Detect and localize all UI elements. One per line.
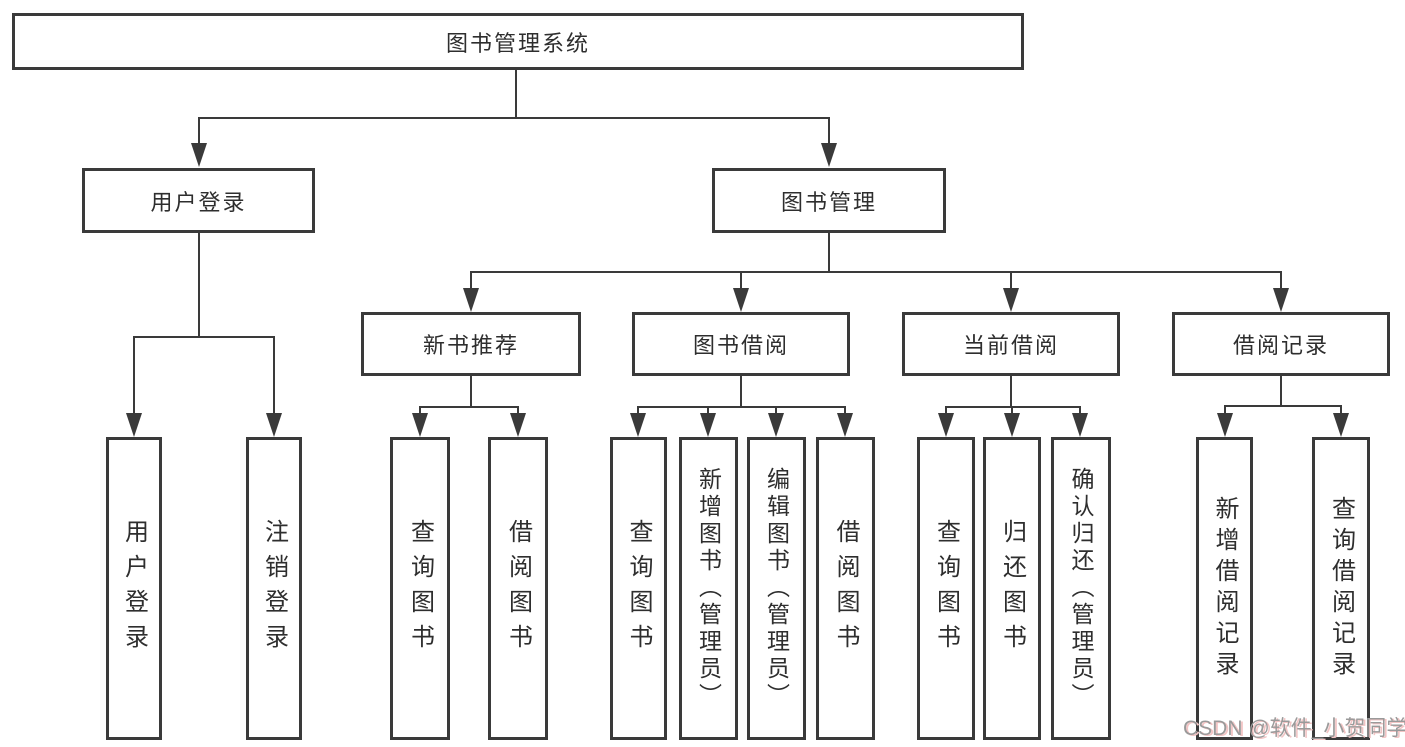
leaf-query-borrow-record: 查询借阅记录 [1312, 437, 1370, 740]
leaf-logout: 注销登录 [246, 437, 302, 740]
node-root-library-system: 图书管理系统 [12, 13, 1024, 70]
leaf-label: 编辑图书（管理员） [763, 467, 790, 710]
arrowhead-down-icon [1217, 413, 1233, 437]
leaf-borrow-books: 借阅图书 [488, 437, 548, 740]
arrowhead-down-icon [463, 288, 479, 312]
connector-user-login-rail [133, 336, 275, 338]
leaf-edit-books-admin: 编辑图书（管理员） [747, 437, 806, 740]
leaf-query-books: 查询图书 [610, 437, 667, 740]
arrowhead-down-icon [700, 413, 716, 437]
connector-drop [1224, 405, 1226, 415]
arrowhead-down-icon [1333, 413, 1349, 437]
arrowhead-down-icon [938, 413, 954, 437]
node-label: 用户登录 [150, 189, 247, 215]
leaf-label: 归还图书 [998, 518, 1026, 659]
arrowhead-down-icon [1004, 413, 1020, 437]
leaf-return-books: 归还图书 [983, 437, 1041, 740]
node-label: 图书借阅 [692, 333, 789, 358]
leaf-user-login: 用户登录 [106, 437, 162, 740]
connector-drop [945, 406, 947, 415]
node-new-book-recommend: 新书推荐 [361, 312, 581, 376]
node-label: 图书管理 [780, 189, 877, 215]
leaf-label: 借阅图书 [832, 518, 859, 659]
node-borrow-records: 借阅记录 [1172, 312, 1390, 376]
leaf-borrow-books: 借阅图书 [816, 437, 875, 740]
arrowhead-down-icon [837, 413, 853, 437]
connector-drop [844, 406, 846, 415]
connector-stem [1280, 376, 1282, 405]
arrowhead-down-icon [510, 413, 526, 437]
connector-drop [740, 271, 742, 291]
node-label: 借阅记录 [1232, 333, 1329, 358]
leaf-label: 查询图书 [932, 518, 960, 659]
connector-drop [775, 406, 777, 415]
connector-book-mgmt-stem [828, 233, 830, 271]
arrowhead-down-icon [412, 413, 428, 437]
leaf-confirm-return-admin: 确认归还（管理员） [1051, 437, 1111, 740]
connector-user-login-stem [198, 233, 200, 336]
leaf-label: 借阅图书 [504, 518, 532, 659]
arrowhead-down-icon [1072, 413, 1088, 437]
leaf-label: 新增图书（管理员） [695, 467, 722, 710]
connector-stem [740, 376, 742, 406]
arrowhead-down-icon [266, 413, 282, 437]
connector-drop [1280, 271, 1282, 291]
leaf-label: 确认归还（管理员） [1068, 467, 1094, 710]
csdn-watermark: CSDN @软件_小贺同学 [1183, 717, 1405, 740]
leaf-label: 查询借阅记录 [1327, 495, 1355, 682]
connector-drop [1010, 271, 1012, 291]
leaf-label: 新增借阅记录 [1211, 495, 1238, 682]
leaf-label: 查询图书 [625, 518, 652, 659]
connector-rail [637, 406, 846, 408]
node-label: 当前借阅 [962, 333, 1059, 358]
arrowhead-down-icon [630, 413, 646, 437]
connector-drop [273, 336, 275, 416]
connector-drop [470, 271, 472, 291]
connector-drop [1011, 406, 1013, 415]
arrowhead-down-icon [821, 143, 837, 167]
connector-book-mgmt-rail [470, 271, 1282, 273]
arrowhead-down-icon [126, 413, 142, 437]
arrowhead-down-icon [1273, 288, 1289, 312]
node-label: 新书推荐 [422, 333, 519, 358]
arrowhead-down-icon [733, 288, 749, 312]
connector-drop [637, 406, 639, 415]
leaf-add-borrow-record: 新增借阅记录 [1196, 437, 1253, 740]
connector-rail [419, 406, 519, 408]
connector-drop [517, 406, 519, 415]
connector-drop [198, 117, 200, 147]
connector-drop [1079, 406, 1081, 415]
connector-stem [470, 376, 472, 406]
connector-drop [1340, 405, 1342, 415]
connector-drop [707, 406, 709, 415]
connector-root-stem [515, 70, 517, 117]
leaf-label: 查询图书 [406, 518, 434, 659]
leaf-add-books-admin: 新增图书（管理员） [679, 437, 738, 740]
connector-root-rail [198, 117, 830, 119]
node-book-borrowing: 图书借阅 [632, 312, 850, 376]
node-current-borrowing: 当前借阅 [902, 312, 1120, 376]
node-user-login: 用户登录 [82, 168, 315, 233]
connector-drop [828, 117, 830, 147]
connector-stem [1010, 376, 1012, 406]
arrowhead-down-icon [191, 143, 207, 167]
connector-rail [1224, 405, 1342, 407]
leaf-label: 注销登录 [260, 518, 288, 659]
connector-drop [133, 336, 135, 416]
connector-drop [419, 406, 421, 415]
arrowhead-down-icon [768, 413, 784, 437]
leaf-query-books: 查询图书 [917, 437, 975, 740]
leaf-label: 用户登录 [120, 518, 148, 659]
node-book-management: 图书管理 [712, 168, 946, 233]
connector-rail [945, 406, 1081, 408]
node-label: 图书管理系统 [445, 30, 590, 56]
leaf-query-books: 查询图书 [390, 437, 450, 740]
arrowhead-down-icon [1003, 288, 1019, 312]
